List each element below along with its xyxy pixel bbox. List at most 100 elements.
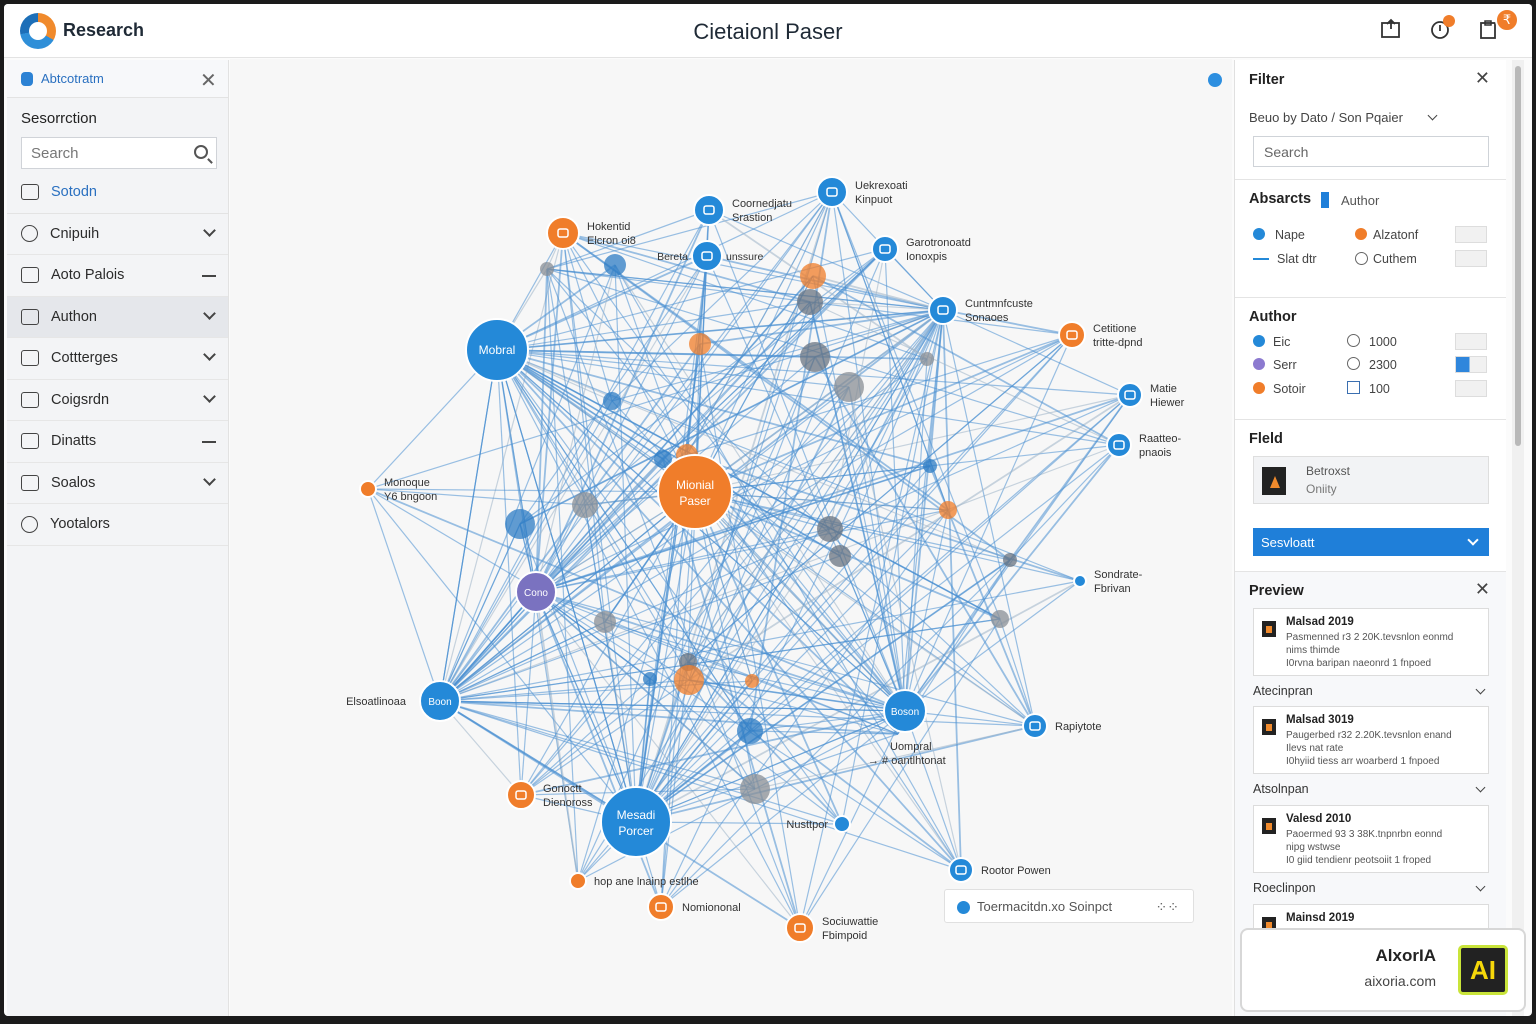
preview-section-label[interactable]: Atecinpran — [1253, 684, 1313, 698]
grid-icon[interactable]: ⁘⁘ — [1155, 899, 1179, 915]
graph-node[interactable] — [1106, 432, 1132, 458]
graph-node[interactable] — [1022, 713, 1048, 739]
graph-node[interactable] — [419, 680, 461, 722]
author-radio-1[interactable] — [1253, 335, 1265, 347]
search-icon[interactable] — [194, 145, 208, 159]
graph-minor-node[interactable] — [572, 492, 598, 518]
sidebar-item[interactable]: Cottterges — [7, 338, 228, 380]
chevron-down-icon[interactable] — [203, 306, 216, 320]
preview-close-icon[interactable]: ✕ — [1474, 579, 1490, 599]
abstracts-toggle[interactable] — [1321, 192, 1329, 208]
author-radio-2[interactable] — [1347, 334, 1360, 347]
preview-section-label[interactable]: Roeclinpon — [1253, 881, 1316, 895]
graph-node[interactable] — [883, 689, 927, 733]
graph-node[interactable] — [1117, 382, 1143, 408]
graph-node[interactable] — [871, 235, 899, 263]
field-card[interactable]: Betroxst Oniity — [1253, 456, 1489, 504]
scrollbar-thumb[interactable] — [1515, 66, 1521, 446]
author-checkbox[interactable] — [1347, 381, 1360, 394]
sidebar-item[interactable]: Yootalors — [7, 504, 228, 546]
export-icon[interactable] — [1379, 18, 1403, 42]
collapse-icon[interactable] — [202, 441, 216, 443]
graph-node[interactable] — [506, 780, 536, 810]
notification-icon[interactable] — [1428, 15, 1455, 42]
author-value-box-2[interactable] — [1455, 356, 1487, 373]
graph-minor-node[interactable] — [737, 718, 763, 744]
graph-node[interactable] — [948, 857, 974, 883]
graph-minor-node[interactable] — [991, 610, 1009, 628]
graph-node[interactable] — [1073, 574, 1087, 588]
sidebar-item[interactable]: Aoto Palois — [7, 255, 228, 297]
graph-node[interactable] — [359, 480, 377, 498]
graph-canvas[interactable]: MobralMionialPaserMesadiPorcerConoBoonBo… — [230, 59, 1232, 1016]
graph-minor-node[interactable] — [834, 372, 864, 402]
filter-close-icon[interactable]: ✕ — [1474, 68, 1490, 88]
graph-node[interactable] — [693, 194, 725, 226]
abstracts-value-box-1[interactable] — [1455, 226, 1487, 243]
graph-minor-node[interactable] — [643, 672, 657, 686]
graph-info-icon[interactable] — [1208, 73, 1222, 87]
graph-node[interactable] — [1058, 321, 1086, 349]
graph-minor-node[interactable] — [797, 289, 823, 315]
graph-node[interactable] — [833, 815, 851, 833]
sidebar-item[interactable]: Dinatts — [7, 421, 228, 463]
graph-node[interactable] — [569, 872, 587, 890]
clipboard-icon[interactable] — [1476, 18, 1500, 42]
graph-node[interactable] — [657, 454, 733, 530]
graph-minor-node[interactable] — [604, 254, 626, 276]
graph-node[interactable] — [647, 893, 675, 921]
chevron-down-icon[interactable] — [1475, 881, 1486, 892]
abstracts-radio-3[interactable] — [1355, 252, 1368, 265]
graph-minor-node[interactable] — [817, 516, 843, 542]
abstracts-radio-1[interactable] — [1253, 228, 1265, 240]
graph-node[interactable] — [465, 318, 529, 382]
abstracts-radio-2[interactable] — [1355, 228, 1367, 240]
chevron-down-icon[interactable] — [203, 472, 216, 486]
graph-minor-node[interactable] — [505, 509, 535, 539]
panel-scrollbar[interactable] — [1512, 60, 1524, 1016]
graph-minor-node[interactable] — [740, 774, 770, 804]
graph-minor-node[interactable] — [603, 392, 621, 410]
graph-node[interactable] — [691, 240, 723, 272]
preview-section-label[interactable]: Atsolnpan — [1253, 782, 1309, 796]
graph-node[interactable] — [546, 216, 580, 250]
graph-node[interactable] — [785, 913, 815, 943]
sidebar-item[interactable]: Sotodn — [7, 172, 228, 214]
sidebar-item[interactable]: Authon — [7, 296, 228, 338]
sort-dropdown[interactable]: Beuo by Dato / Son Pqaier — [1249, 110, 1403, 125]
sidebar-header-label[interactable]: Abtcotratm — [41, 71, 104, 86]
chevron-down-icon[interactable] — [203, 223, 216, 237]
author-value-box-1[interactable] — [1455, 333, 1487, 350]
graph-minor-node[interactable] — [745, 674, 759, 688]
chevron-down-icon[interactable] — [1475, 684, 1486, 695]
graph-minor-node[interactable] — [1003, 553, 1017, 567]
chevron-down-icon[interactable] — [203, 389, 216, 403]
account-badge[interactable]: ₹ — [1495, 8, 1519, 32]
author-radio-3[interactable] — [1253, 358, 1265, 370]
close-icon[interactable]: ✕ — [200, 70, 217, 92]
author-radio-4[interactable] — [1347, 357, 1360, 370]
graph-legend[interactable]: Toermacitdn.xo Soinpct ⁘⁘ — [944, 889, 1194, 923]
graph-minor-node[interactable] — [594, 611, 616, 633]
field-select-button[interactable]: Sesvloatt — [1253, 528, 1489, 556]
graph-minor-node[interactable] — [654, 450, 672, 468]
sidebar-item[interactable]: Coigsrdn — [7, 380, 228, 421]
graph-node[interactable] — [928, 295, 958, 325]
sidebar-search-input[interactable]: Search — [21, 137, 217, 169]
collapse-icon[interactable] — [202, 275, 216, 277]
abstracts-value-box-2[interactable] — [1455, 250, 1487, 267]
sidebar-item[interactable]: Cnipuih — [7, 214, 228, 255]
chevron-down-icon[interactable] — [203, 348, 216, 361]
author-value-box-3[interactable] — [1455, 380, 1487, 397]
graph-minor-node[interactable] — [540, 262, 554, 276]
graph-node[interactable] — [515, 571, 557, 613]
graph-node[interactable] — [600, 786, 672, 858]
graph-minor-node[interactable] — [923, 459, 937, 473]
graph-minor-node[interactable] — [800, 263, 826, 289]
graph-minor-node[interactable] — [689, 333, 711, 355]
graph-minor-node[interactable] — [829, 545, 851, 567]
